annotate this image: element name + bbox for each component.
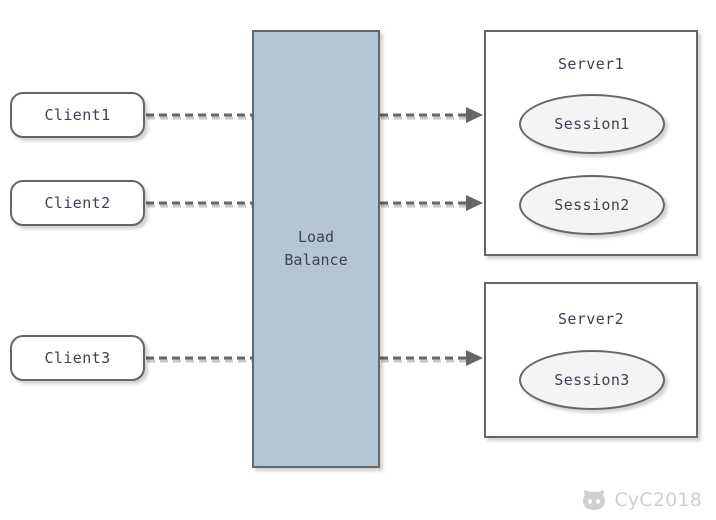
server-title: Server2 xyxy=(557,310,624,328)
client-box-client3[interactable]: Client3 xyxy=(10,335,145,381)
watermark-text: CyC2018 xyxy=(614,489,702,511)
session-ellipse-session1[interactable]: Session1 xyxy=(519,94,665,154)
server-title: Server1 xyxy=(557,55,624,73)
session-label: Session3 xyxy=(554,371,630,389)
session-label: Session2 xyxy=(554,196,630,214)
server-box-server1[interactable]: Server1 Session1 Session2 xyxy=(484,30,698,256)
client-box-client2[interactable]: Client2 xyxy=(10,180,145,226)
client-label: Client1 xyxy=(44,106,111,124)
session-label: Session1 xyxy=(554,115,630,133)
server-box-server2[interactable]: Server2 Session3 xyxy=(484,282,698,438)
client-label: Client2 xyxy=(44,194,111,212)
session-ellipse-session2[interactable]: Session2 xyxy=(519,175,665,235)
load-balance-label: Load Balance xyxy=(284,228,348,269)
session-ellipse-session3[interactable]: Session3 xyxy=(519,350,665,410)
octocat-icon xyxy=(581,488,607,512)
watermark: CyC2018 xyxy=(581,488,702,512)
client-label: Client3 xyxy=(44,349,111,367)
client-box-client1[interactable]: Client1 xyxy=(10,92,145,138)
load-balance-node[interactable]: Load Balance xyxy=(252,30,380,468)
